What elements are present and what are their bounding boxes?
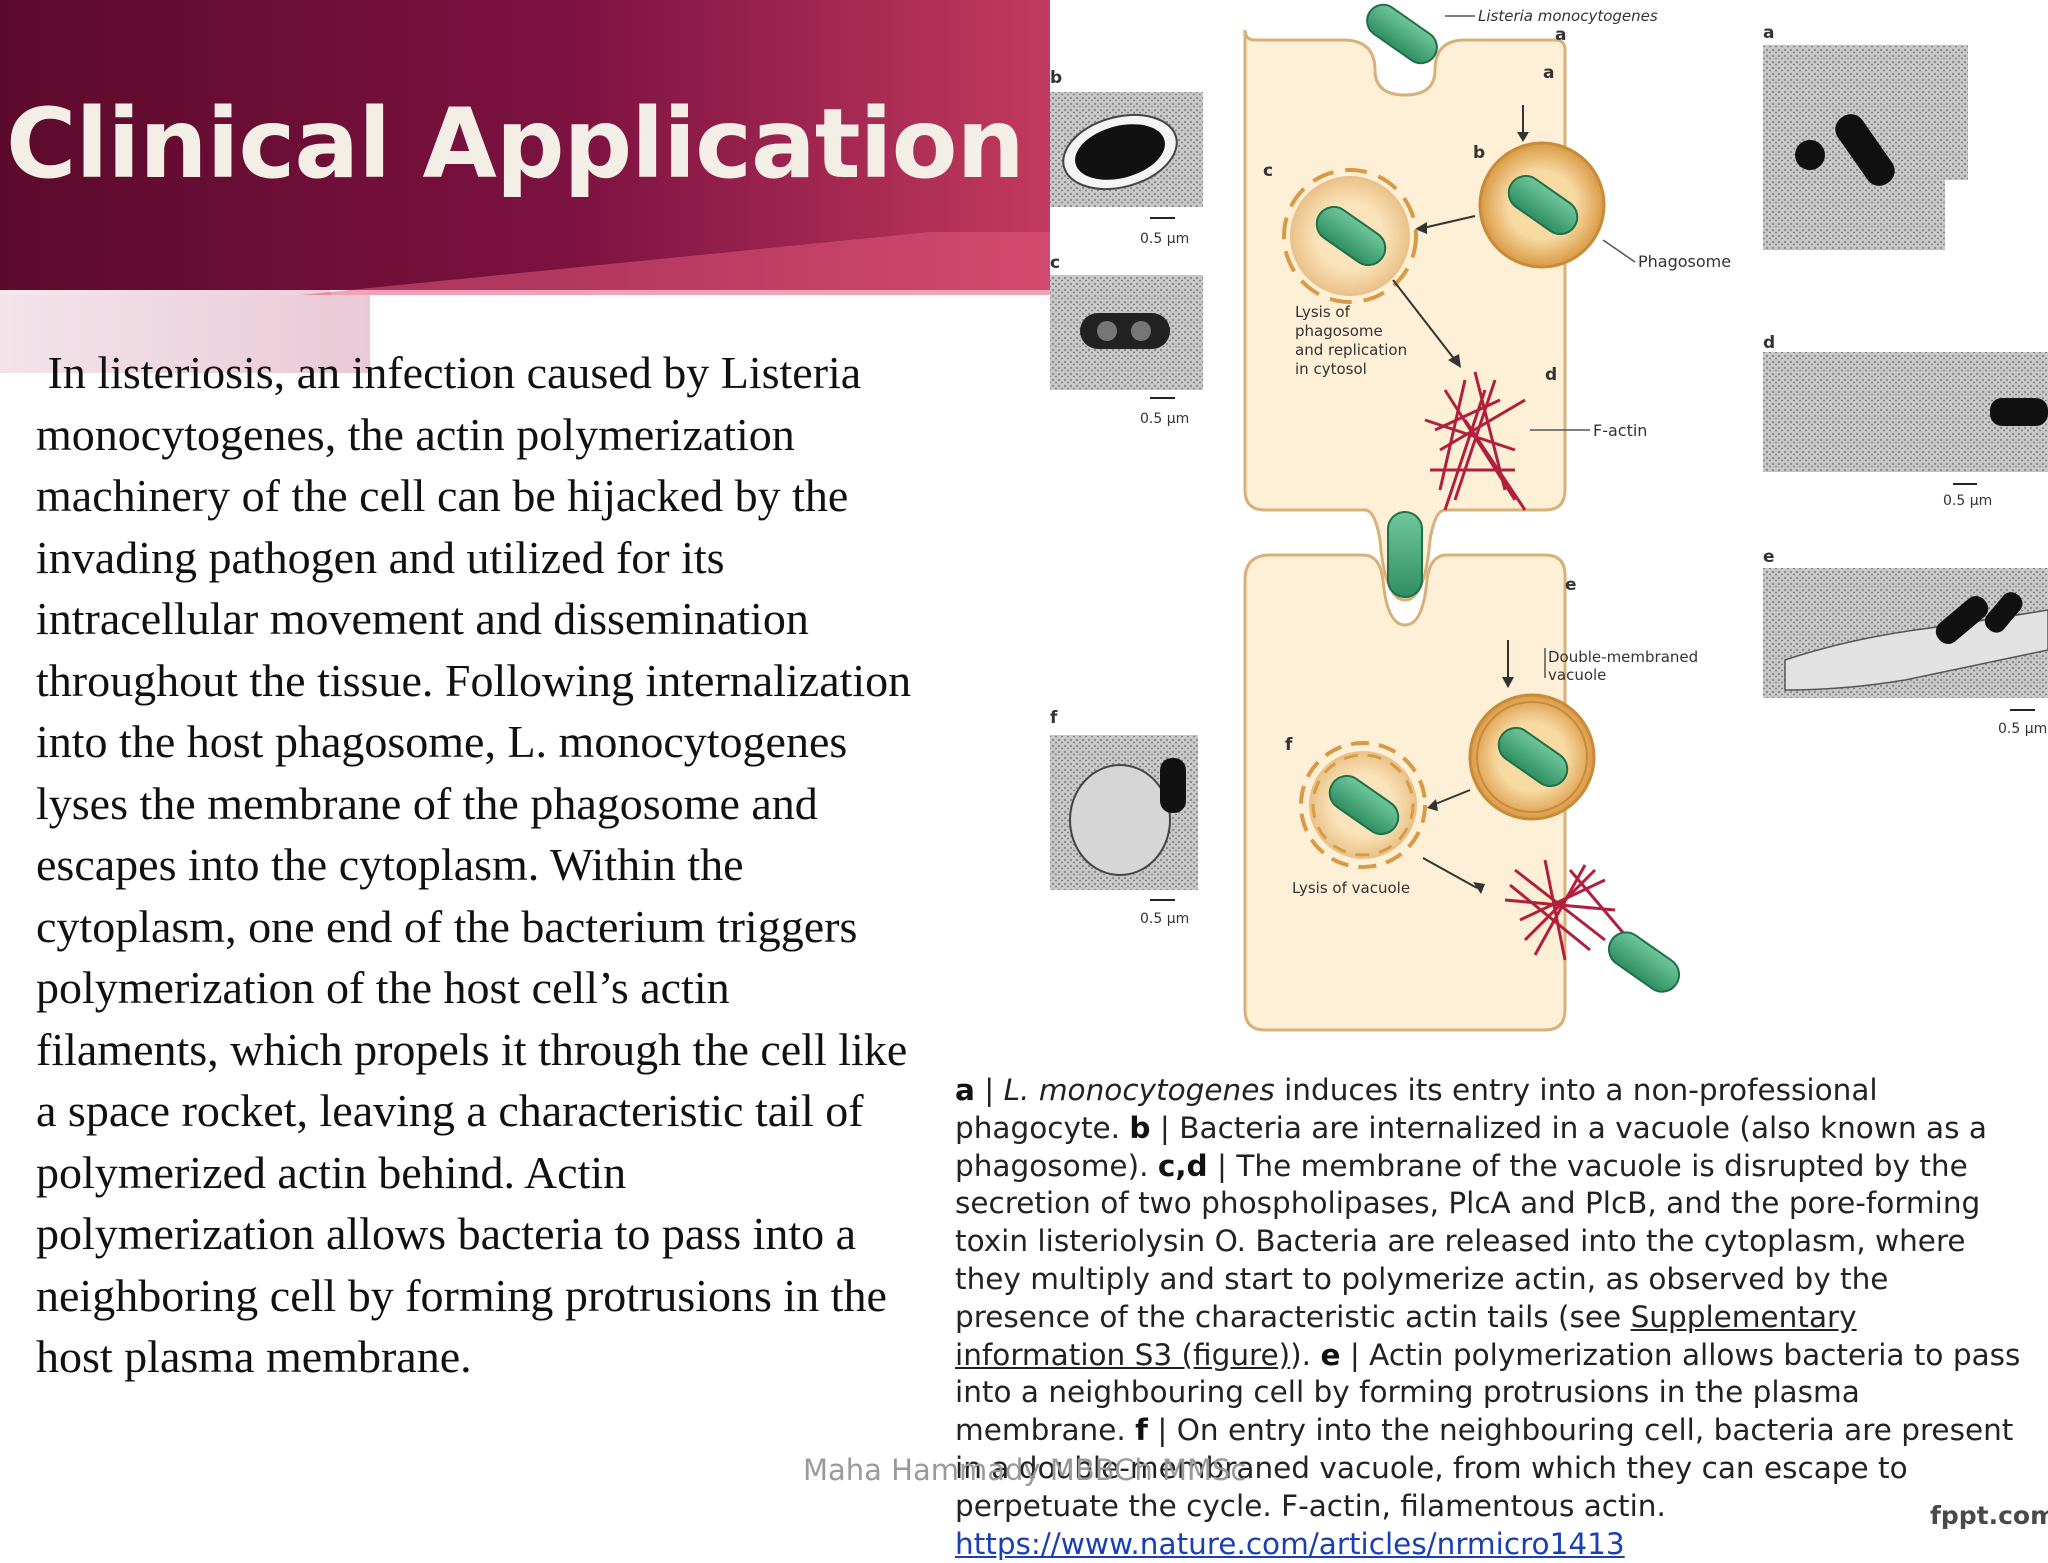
scale-bar-label: 0.5 μm xyxy=(1998,721,2047,737)
actin-tail-bacterium xyxy=(1607,931,1681,993)
lysis-vacuole-label: Lysis of vacuole xyxy=(1292,879,1410,897)
double-membrane-label: Double-membraned vacuole xyxy=(1548,648,1703,684)
lysed-vacuole-membrane-outer xyxy=(1299,741,1427,869)
slide-title: Clinical Application xyxy=(6,88,1025,200)
entering-bacterium xyxy=(1366,3,1438,65)
footer-author: Maha Hammady MBBCh MMSc xyxy=(803,1453,1247,1487)
phagosome-label: Phagosome xyxy=(1638,252,1731,271)
diagram-letter: c xyxy=(1263,161,1273,181)
vacuole-bacterium xyxy=(1497,726,1569,788)
header-accent-strip xyxy=(0,295,370,373)
scale-bar-label: 0.5 μm xyxy=(1140,411,1189,427)
protrusion-bacterium xyxy=(1387,511,1423,598)
panel-letter: c xyxy=(1050,253,1060,273)
header-background xyxy=(0,0,1050,295)
phagosome-bacterium xyxy=(1507,174,1579,236)
panel-letter: a xyxy=(1763,23,1774,43)
panel-letter: f xyxy=(1050,708,1058,728)
listeria-infection-figure: Listeria monocytogenes a a b Phagosome c… xyxy=(1050,3,2048,1032)
diagram-letter: b xyxy=(1473,143,1485,163)
diagram-letter: f xyxy=(1285,735,1293,755)
panel-letter: a xyxy=(1555,25,1566,45)
panel-letter: b xyxy=(1050,68,1062,88)
scale-bar-label: 0.5 μm xyxy=(1140,911,1189,927)
f-actin-tail-lower xyxy=(1504,859,1627,961)
lysis-phagosome-label: Lysis of phagosome and replication in cy… xyxy=(1295,303,1412,378)
header-band xyxy=(0,0,1050,295)
supplementary-link[interactable]: Supplementary information S3 (figure) xyxy=(955,1299,1857,1372)
source-url-link[interactable]: https://www.nature.com/articles/nrmicro1… xyxy=(955,1526,1625,1561)
scale-bar-label: 0.5 μm xyxy=(1140,231,1189,247)
diagram-letter: e xyxy=(1565,575,1577,595)
figure-caption: a | L. monocytogenes induces its entry i… xyxy=(955,1073,2021,1561)
diagram-letter: d xyxy=(1545,365,1557,385)
host-cell-upper xyxy=(1243,29,1567,602)
panel-letter: d xyxy=(1763,333,1775,353)
cytosol-bacterium xyxy=(1315,205,1387,267)
factin-label: F-actin xyxy=(1593,421,1647,440)
body-paragraph: In listeriosis, an infection caused by L… xyxy=(36,342,916,1388)
brand-watermark: fppt.com xyxy=(1930,1501,2048,1530)
organism-label: Listeria monocytogenes xyxy=(1478,7,1658,25)
f-actin-tail-upper xyxy=(1424,371,1527,511)
released-bacterium xyxy=(1328,774,1400,836)
lysed-phagosome-membrane xyxy=(1282,168,1418,304)
scale-bar-label: 0.5 μm xyxy=(1943,493,1992,509)
panel-letter: e xyxy=(1763,547,1775,567)
diagram-letter: a xyxy=(1543,63,1554,83)
lysed-vacuole-membrane-inner xyxy=(1311,753,1415,857)
body-text: In listeriosis, an infection caused by L… xyxy=(36,347,912,1382)
